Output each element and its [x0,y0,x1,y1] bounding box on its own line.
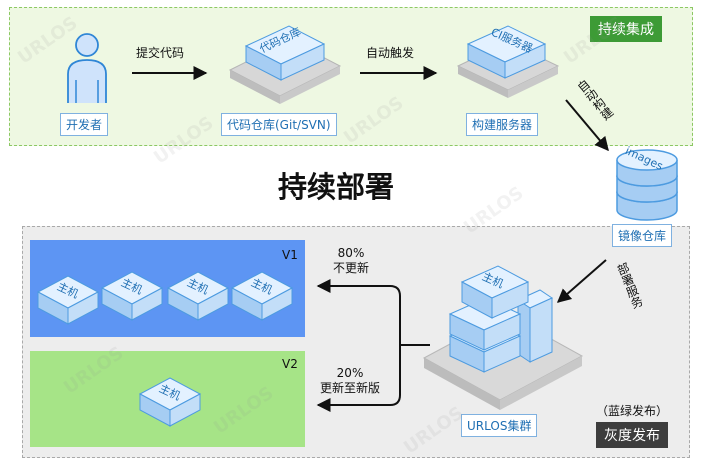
commit-text: 提交代码 [136,46,185,60]
image-repo-label: 镜像仓库 [612,224,673,247]
v2-host-icon [138,377,202,427]
v1-percent-desc: 不更新 [333,261,370,275]
repo-server-icon [228,25,342,104]
v1-percent: 80% 不更新 [333,246,369,276]
repo-label: 代码仓库(Git/SVN) [221,113,337,136]
deploy-arrow [556,259,607,303]
image-repo-icon [616,149,678,221]
developer-label: 开发者 [60,113,109,136]
v2-percent-value: 20% [336,366,364,380]
v1-host-icon [230,271,294,321]
v1-label: V1 [282,248,298,262]
v2-percent-desc: 更新至新版 [320,381,381,395]
gray-release-tag: 灰度发布 [596,422,668,448]
cd-title: 持续部署 [278,170,395,204]
v1-host-icon [166,271,230,321]
ci-region [9,7,693,146]
v1-percent-value: 80% [337,246,365,260]
ci-server-icon [456,25,560,98]
v2-percent: 20% 更新至新版 [320,366,380,396]
ci-server-label: 构建服务器 [466,113,539,136]
auto-build-arrow [565,99,609,152]
trigger-text: 自动触发 [366,46,415,60]
v1-arrow [316,279,401,345]
v2-arrow [316,345,401,412]
v1-host-icon [36,275,100,325]
developer-icon [67,33,107,103]
blue-green-text: （蓝绿发布） [596,404,669,418]
ci-title-tag: 持续集成 [590,16,662,42]
v1-host-icon [100,271,164,321]
cluster-label: URLOS集群 [461,414,538,437]
cluster-icon [422,265,584,410]
v2-label: V2 [282,357,298,371]
